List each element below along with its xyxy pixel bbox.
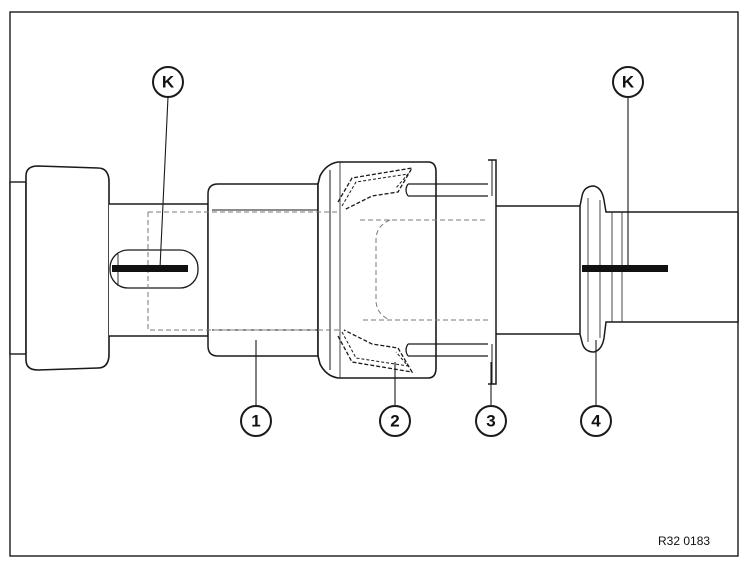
alignment-mark-right <box>582 265 668 272</box>
callout-3: 3 <box>475 405 507 437</box>
right-shaft <box>496 205 580 335</box>
part-2-housing <box>317 161 492 379</box>
callout-1-label: 1 <box>251 412 260 431</box>
leader-lines <box>159 96 629 405</box>
alignment-mark-left <box>112 265 188 272</box>
callout-k-left: K <box>152 66 184 98</box>
callout-2-label: 2 <box>390 412 399 431</box>
part-3-flange <box>488 159 497 385</box>
callout-3-label: 3 <box>486 412 495 431</box>
callout-2: 2 <box>379 405 411 437</box>
callout-k-right-label: K <box>622 73 635 92</box>
callout-4: 4 <box>580 405 612 437</box>
callout-4-label: 4 <box>591 412 601 431</box>
left-shaft-stub <box>9 181 27 355</box>
callout-k-right: K <box>612 66 644 98</box>
figure-reference-code: R32 0183 <box>658 534 710 548</box>
callout-k-left-label: K <box>162 73 175 92</box>
callout-1: 1 <box>240 405 272 437</box>
rubber-boot <box>25 165 110 371</box>
